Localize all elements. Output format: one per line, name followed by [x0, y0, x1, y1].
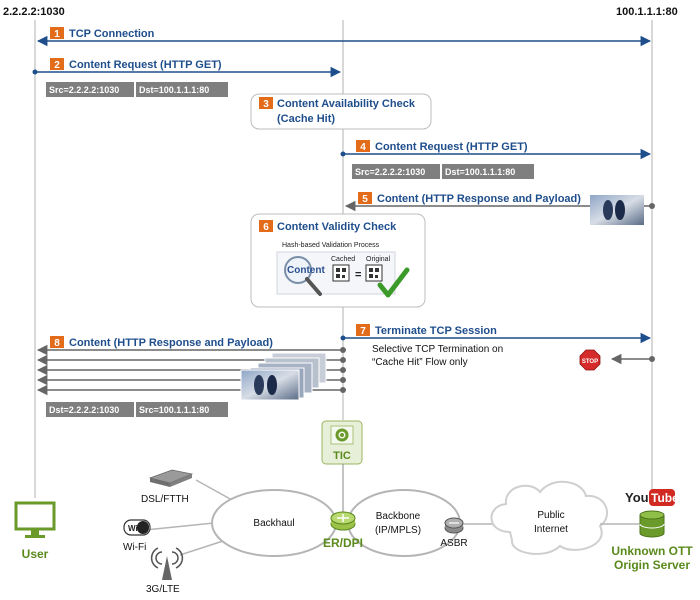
asbr-router-icon: [444, 517, 464, 534]
dst-tag-1: [136, 82, 228, 97]
step-1-badge: [50, 27, 64, 39]
video-thumbnail: [590, 195, 644, 225]
backbone-sublabel: (IP/MPLS): [375, 525, 421, 536]
selective-termination-note: Selective TCP Termination on: [372, 344, 503, 355]
user-label: User: [22, 547, 49, 561]
src-tag-2-text: Src=2.2.2.2:1030: [355, 167, 425, 177]
step-8-number: 8: [54, 338, 60, 349]
backbone-label: Backbone: [376, 511, 421, 522]
checkmark-icon: [377, 267, 410, 298]
step-6-badge: [259, 220, 273, 232]
step-7-badge: [356, 324, 370, 336]
step-3-badge: [259, 97, 273, 109]
step-2-number: 2: [54, 60, 60, 71]
dst-tag-2-text: Dst=100.1.1.1:80: [445, 167, 515, 177]
cell-tower-icon: [150, 547, 184, 580]
stop-sign-icon: [579, 349, 601, 371]
src-tag-1: [46, 82, 134, 97]
stacked-video-thumbnails: [240, 352, 327, 401]
dst-tag-3-text: Dst=2.2.2.2:1030: [49, 405, 119, 415]
dst-tag-1-text: Dst=100.1.1.1:80: [139, 85, 209, 95]
step-5-badge: [358, 192, 372, 204]
arrow-origin-dot: [649, 203, 655, 209]
arrow-origin-dot: [32, 69, 38, 75]
step-4-label: Content Request (HTTP GET): [375, 141, 528, 153]
arrow-origin-dot: [340, 335, 346, 341]
cached-label: Cached: [331, 256, 355, 263]
content-word: Content: [287, 265, 325, 276]
dst-tag-2: [442, 164, 534, 179]
wifi-badge-text: Wi Fi: [128, 524, 147, 533]
server-sublabel: Origin Server: [614, 558, 690, 572]
src-tag-1-text: Src=2.2.2.2:1030: [49, 85, 119, 95]
step-7-number: 7: [360, 326, 366, 337]
public-internet-cloud: [490, 480, 608, 555]
hash-validation-panel: Content Cached Original =: [276, 251, 410, 298]
arrow-origin-dot: [649, 356, 655, 362]
lte-link: [179, 539, 227, 556]
arrow-origin-dot: [340, 151, 346, 157]
equals-sign: =: [355, 269, 361, 281]
step-3-sublabel: (Cache Hit): [277, 113, 335, 125]
tic-node: [321, 420, 363, 465]
availability-check-box: [250, 93, 432, 130]
er-dpi-router-icon: [330, 511, 356, 531]
youtube-tube-text: Tube: [651, 491, 679, 505]
step-8-badge: [50, 336, 64, 348]
dsl-modem-icon: [148, 469, 194, 487]
step-7-label: Terminate TCP Session: [375, 325, 497, 337]
step-2-label: Content Request (HTTP GET): [69, 59, 222, 71]
step-6-label: Content Validity Check: [277, 221, 397, 233]
step-8-label: Content (HTTP Response and Payload): [69, 337, 273, 349]
server-label: Unknown OTT: [611, 544, 693, 558]
original-qr-icon: [365, 264, 383, 282]
internet-label: Public: [537, 510, 564, 521]
original-label: Original: [366, 256, 391, 263]
dsl-label: DSL/FTTH: [141, 494, 189, 505]
gear-icon: [335, 428, 349, 442]
src-tag-3: [136, 402, 228, 417]
backhaul-label: Backhaul: [253, 518, 294, 529]
step-6-number: 6: [263, 222, 269, 233]
src-tag-2: [352, 164, 440, 179]
step-5-label: Content (HTTP Response and Payload): [377, 193, 581, 205]
tic-label: TIC: [333, 450, 351, 462]
lte-label: 3G/LTE: [146, 584, 180, 595]
step-3-label: Content Availability Check: [277, 98, 416, 110]
user-address-header: 2.2.2.2:1030: [3, 6, 65, 18]
selective-termination-note-2: “Cache Hit” Flow only: [372, 357, 468, 368]
stop-sign-text: STOP: [582, 359, 598, 365]
dst-tag-3: [46, 402, 134, 417]
wifi-link: [144, 522, 215, 531]
youtube-you-text: You: [625, 490, 649, 505]
youtube-logo-icon: [649, 489, 675, 506]
er-dpi-label: ER/DPI: [323, 536, 363, 550]
internet-sublabel: Internet: [534, 524, 568, 535]
src-tag-3-text: Src=100.1.1.1:80: [139, 405, 209, 415]
step-4-badge: [356, 140, 370, 152]
step-4-number: 4: [360, 142, 366, 153]
step-1-number: 1: [54, 29, 60, 40]
database-server-icon: [639, 510, 665, 538]
dsl-link: [195, 479, 233, 501]
step-3-number: 3: [263, 99, 269, 110]
hash-validation-title: Hash-based Validation Process: [282, 242, 380, 249]
server-address-header: 100.1.1.1:80: [616, 6, 678, 18]
asbr-label: ASBR: [440, 538, 467, 549]
step-5-number: 5: [362, 194, 368, 205]
magnifier-icon: [284, 256, 312, 284]
step-2-badge: [50, 58, 64, 70]
wifi-label: Wi-Fi: [123, 542, 146, 553]
cached-qr-icon: [332, 264, 350, 282]
wifi-icon: [123, 519, 151, 536]
step-1-label: TCP Connection: [69, 28, 155, 40]
user-monitor-icon: [14, 501, 56, 538]
